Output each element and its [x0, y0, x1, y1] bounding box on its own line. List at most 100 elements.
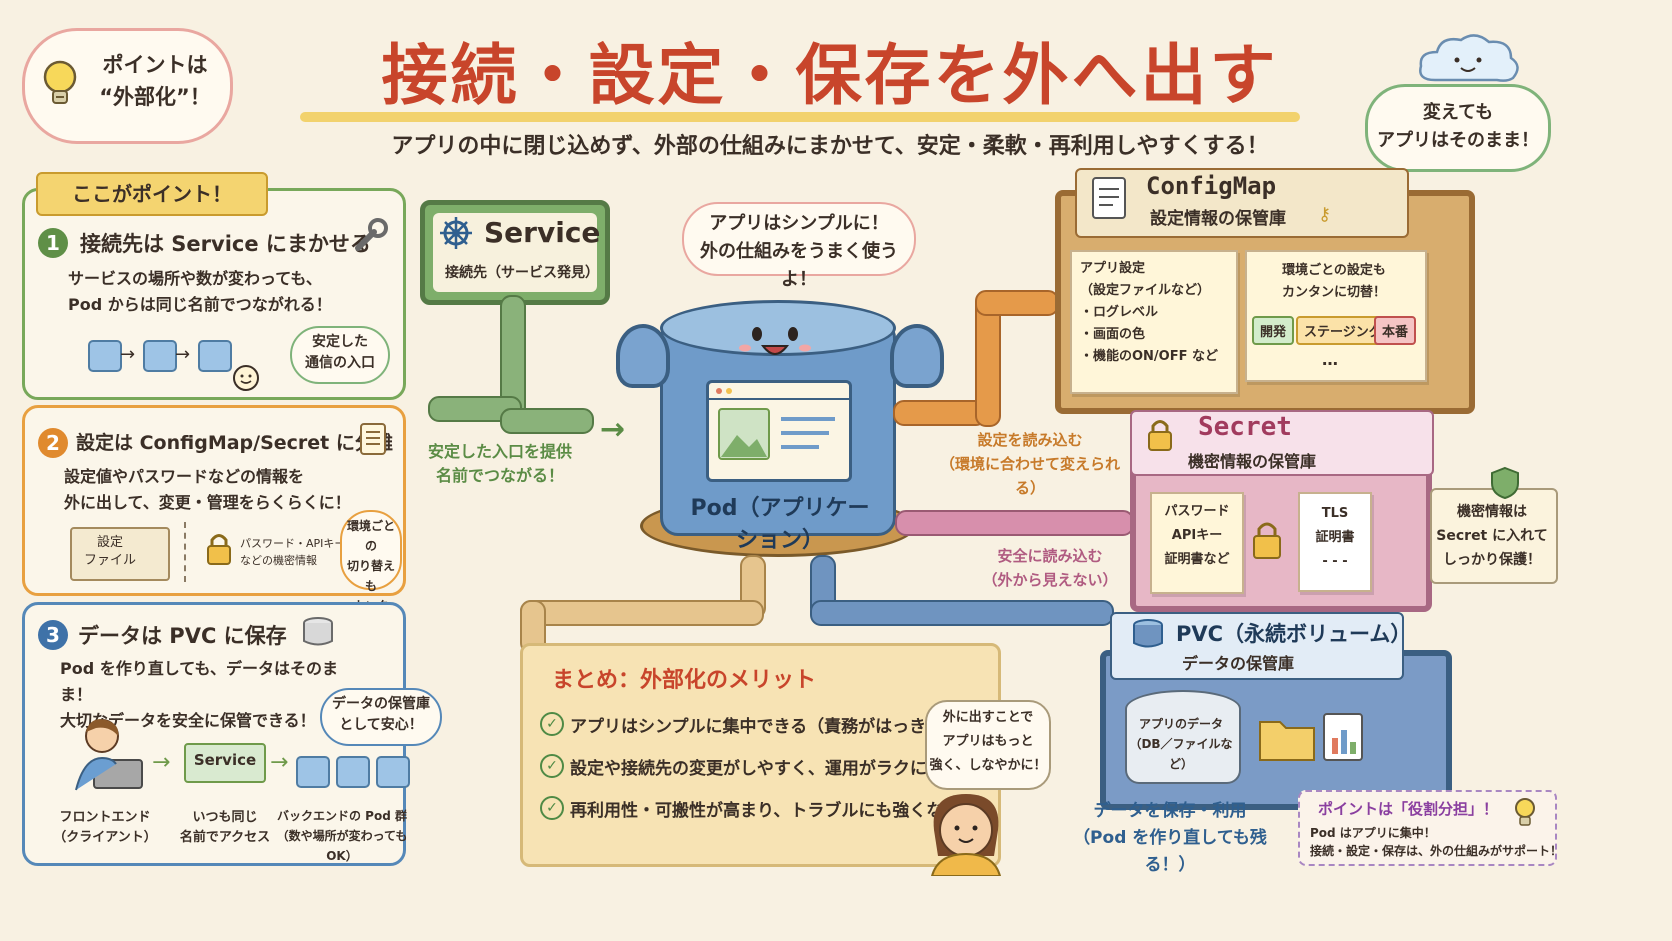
configmap-title: ConfigMap — [1146, 172, 1277, 200]
env-tag-ellipsis: … — [1322, 350, 1338, 369]
app-window-icon — [706, 380, 852, 482]
env-tag-prod: 本番 — [1374, 316, 1417, 345]
arrow-icon: → — [152, 750, 171, 775]
point-bubble: ポイントは “外部化”！ — [22, 28, 233, 144]
point-1-body: サービスの場所や数が変わっても、 Pod からは同じ名前でつながれる！ — [68, 269, 332, 314]
summary-item: 再利用性・可搬性が高まり、トラブルにも強くなる！ — [570, 801, 978, 821]
secret-header — [1130, 410, 1434, 476]
chart-file-icon — [1322, 712, 1366, 768]
pod-speech-bubble: アプリはシンプルに！ 外の仕組みをうまく使うよ！ — [682, 202, 916, 290]
database-icon — [300, 614, 336, 654]
divider — [184, 522, 186, 582]
env-switch-bubble: 環境ごとの 切り替えも カンタン！ — [340, 510, 402, 633]
backend-pod-icon — [296, 756, 330, 788]
point-2-body: 設定値やパスワードなどの情報を 外に出して、変更・管理をらくらくに！ — [64, 467, 351, 512]
env-tag-dev: 開発 — [1252, 316, 1295, 345]
service-pipe-label: 安定した入口を提供 名前でつながる！ — [427, 442, 572, 485]
check-icon: ✓ — [540, 754, 564, 778]
service-pipe — [500, 408, 594, 434]
secret-pipe-label: 安全に読み込む （外から見えない） — [982, 547, 1118, 589]
girl-speech-bubble: 外に出すことで アプリはもっと 強く、しなやかに！ — [925, 700, 1051, 790]
point-3-body: Pod を作り直しても、データはそのまま！ 大切なデータを安全に保管できる！ — [60, 659, 338, 730]
point-number-1: 1 — [38, 228, 68, 258]
backend-pod-icon — [336, 756, 370, 788]
folder-icon — [1258, 712, 1318, 768]
cloud-icon — [1415, 30, 1525, 90]
document-icon — [1090, 175, 1130, 227]
summary-item: アプリはシンプルに集中できる（責務がはっきり） — [570, 717, 961, 737]
arrow-icon: → — [270, 750, 289, 775]
pod-label: Pod（アプリケーション） — [690, 496, 870, 553]
configmap-pipe — [975, 290, 1059, 316]
configmap-env-title: 環境ごとの設定も カンタンに切替！ — [1281, 263, 1386, 300]
arrow-icon: → — [600, 412, 626, 447]
configmap-subtitle: 設定情報の保管庫 — [1150, 209, 1286, 229]
girl-icon — [914, 786, 1024, 880]
secret-note-credentials: パスワード APIキー 証明書など — [1150, 492, 1244, 594]
pvc-title: PVC（永続ボリューム） — [1176, 622, 1412, 646]
check-icon: ✓ — [540, 796, 564, 820]
storage-safe-bubble: データの保管庫 として安心！ — [320, 688, 442, 746]
pvc-subtitle: データの保管庫 — [1182, 654, 1295, 673]
pvc-db-label: アプリのデータ （DB／ファイルなど） — [1129, 717, 1233, 771]
pvc-pipe — [810, 600, 1114, 626]
pod-cube-icon — [143, 340, 177, 372]
secret-side-note-text: 機密情報は Secret に入れて しっかり保護！ — [1436, 504, 1548, 568]
role-box — [1298, 790, 1557, 866]
person-laptop-icon — [66, 712, 146, 796]
smiley-icon — [232, 364, 260, 396]
pvc-pipe-label: データを保存・利用 （Pod を作り直しても残る！） — [1073, 801, 1267, 875]
point-1-title: 接続先は Service にまかせる — [80, 232, 371, 256]
secret-subtitle: 機密情報の保管庫 — [1188, 452, 1317, 471]
service-box-label: Service — [193, 751, 257, 769]
pod-arm-right — [890, 324, 944, 388]
lightbulb-icon — [1512, 796, 1538, 834]
point-3-title: データは PVC に保存 — [78, 624, 287, 648]
pod-face-icon — [735, 318, 815, 372]
backend-label: バックエンドの Pod 群 （数や場所が変わってもOK） — [276, 809, 408, 863]
same-name-label: いつも同じ 名前でアクセス — [179, 810, 271, 845]
pod-cube-icon — [88, 340, 122, 372]
summary-pipe — [520, 600, 764, 626]
shield-icon — [1490, 466, 1520, 504]
arrow-icon: → — [175, 344, 191, 365]
role-box-body: Pod はアプリに集中！ 接続・設定・保存は、外の仕組みがサポート！ — [1310, 826, 1563, 858]
service-sign-inner — [433, 213, 597, 292]
point-number-3: 3 — [38, 620, 68, 650]
service-box — [184, 743, 266, 783]
checklist-icon — [358, 420, 388, 460]
point-2-title: 設定は ConfigMap/Secret に分離 — [76, 432, 393, 454]
title-underline — [300, 112, 1300, 122]
lock-icon — [1145, 416, 1175, 458]
key-icon: ⚷ — [1318, 204, 1332, 225]
configmap-pipe — [975, 295, 1001, 427]
summary-scroll — [520, 643, 1001, 867]
configmap-pipe — [893, 400, 987, 426]
lock-icon — [1250, 518, 1284, 566]
check-icon: ✓ — [540, 712, 564, 736]
secret-note-tls: TLS 証明書 - - - — [1298, 492, 1372, 592]
configmap-pipe-label: 設定を読み込む （環境に合わせて変えられる） — [939, 431, 1120, 497]
configmap-header — [1075, 168, 1409, 238]
frontend-label: フロントエンド （クライアント） — [53, 810, 157, 845]
pvc-db-drum — [1125, 690, 1241, 784]
summary-title: まとめ：外部化のメリット — [552, 668, 817, 693]
page-title: 接続・設定・保存を外へ出す — [381, 36, 1279, 114]
database-icon — [1130, 616, 1166, 656]
service-sign-title: Service — [484, 216, 601, 249]
role-box-title: ポイントは「役割分担」！ — [1318, 800, 1499, 818]
service-sign-subtitle: 接続先（サービス発見） — [445, 265, 599, 281]
point-ribbon: ここがポイント！ — [36, 172, 268, 216]
summary-item: 設定や接続先の変更がしやすく、運用がラクになる — [570, 759, 961, 779]
lock-icon — [204, 530, 234, 572]
page-subtitle: アプリの中に閉じ込めず、外部の仕組みにまかせて、安定・柔軟・再利用しやすくする！ — [391, 134, 1269, 159]
stable-entry-bubble: 安定した 通信の入口 — [290, 326, 390, 384]
unchanged-bubble-text: 変えても アプリはそのまま！ — [1377, 102, 1539, 151]
secret-pipe — [895, 510, 1134, 536]
configmap-note-app: アプリ設定 （設定ファイルなど） ・ログレベル ・画面の色 ・機能のON/OFF… — [1070, 250, 1238, 394]
pod-arm-left — [616, 324, 670, 388]
secret-info-label: パスワード・APIキー などの機密情報 — [240, 537, 346, 567]
pod-cube-icon — [198, 340, 232, 372]
point-number-2: 2 — [38, 428, 68, 458]
config-file-icon — [70, 527, 170, 581]
